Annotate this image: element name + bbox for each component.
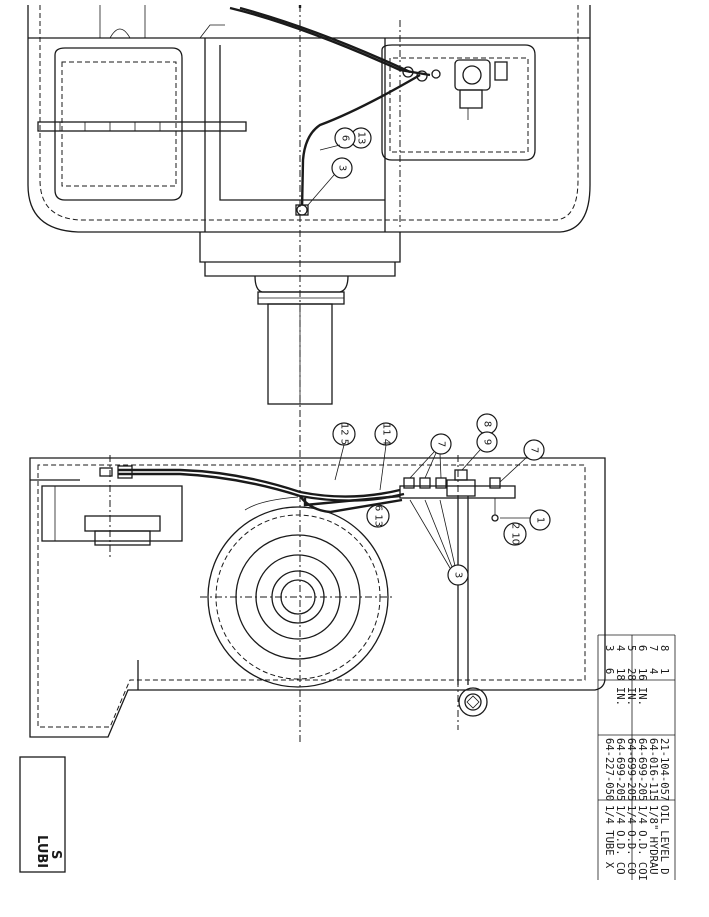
svg-text:3: 3 [603,645,615,651]
svg-text:1/4 O.D. CO: 1/4 O.D. CO [614,805,626,875]
table-row: 3 6 64-227-050 1/4 TUBE X [603,645,615,869]
balloon-11-4: 11 4 [374,422,398,446]
svg-text:7: 7 [647,645,659,651]
table-row: 8 1 21-104-057 OIL LEVEL D [658,645,670,875]
svg-text:6: 6 [340,135,351,141]
svg-text:9: 9 [482,439,493,445]
svg-text:6: 6 [636,645,648,651]
balloon-1: 1 [529,509,551,531]
svg-text:1/4 TUBE X: 1/4 TUBE X [603,805,615,869]
svg-text:64-699-205: 64-699-205 [614,738,626,801]
balloon-8: 8 [476,413,498,435]
svg-text:64-699-205: 64-699-205 [625,738,637,801]
table-row: 6 16 IN. 64-699-205 1/4 O.D. COI [636,645,648,881]
balloon-12-5: 12 5 [332,422,356,446]
svg-text:13: 13 [356,132,367,145]
svg-text:OIL LEVEL D: OIL LEVEL D [658,805,670,875]
svg-text:1/4 O.D. COI: 1/4 O.D. COI [636,805,648,881]
balloon-6-13: 6 13 [366,504,390,528]
svg-text:1: 1 [535,517,546,523]
upper-view [27,5,591,420]
svg-text:3: 3 [337,165,348,171]
parts-table: 3 6 64-227-050 1/4 TUBE X 4 18 IN. 64-69… [597,634,676,881]
lower-view [29,420,606,745]
svg-text:7: 7 [529,447,540,453]
balloon-7-top: 7 [430,433,452,455]
svg-text:28 IN.: 28 IN. [625,668,637,706]
svg-text:18 IN.: 18 IN. [614,668,626,706]
svg-text:3: 3 [453,572,464,578]
svg-text:1/4 O.D. CO: 1/4 O.D. CO [625,805,637,875]
balloon-13-upper: 13 [350,127,372,149]
svg-text:21-104-057: 21-104-057 [658,738,670,801]
title-line-1: LUBI [34,835,49,868]
balloon-3-upper: 3 [331,157,353,179]
balloon-2-10: 2 10 [503,522,527,546]
table-row: 5 28 IN. 64-699-205 1/4 O.D. CO [625,645,637,875]
balloon-6-upper: 6 [334,127,356,149]
balloon-9: 9 [476,431,498,453]
svg-text:5: 5 [625,645,637,651]
svg-text:6 13: 6 13 [373,505,384,527]
svg-text:4: 4 [647,668,659,674]
table-row: 7 4 64-016-115 1/8" HYDRAU [647,645,659,875]
svg-text:16 IN.: 16 IN. [636,668,648,706]
svg-text:1/8" HYDRAU: 1/8" HYDRAU [647,805,659,875]
svg-text:8: 8 [482,421,493,427]
svg-text:6: 6 [603,668,615,674]
svg-text:4: 4 [614,645,626,651]
balloon-7-right: 7 [523,439,545,461]
svg-text:1: 1 [658,668,670,674]
svg-text:7: 7 [436,441,447,447]
svg-text:64-699-205: 64-699-205 [636,738,648,801]
title-block: LUBI S [19,756,66,873]
svg-text:64-227-050: 64-227-050 [603,738,615,801]
svg-text:8: 8 [658,645,670,651]
svg-text:64-016-115: 64-016-115 [647,738,659,801]
balloon-3-lower: 3 [447,564,469,586]
table-row: 4 18 IN. 64-699-205 1/4 O.D. CO [614,645,626,875]
svg-text:12 5: 12 5 [339,423,350,445]
svg-text:11 4: 11 4 [381,423,392,445]
svg-text:2 10: 2 10 [510,523,521,545]
title-line-2: S [48,850,63,859]
